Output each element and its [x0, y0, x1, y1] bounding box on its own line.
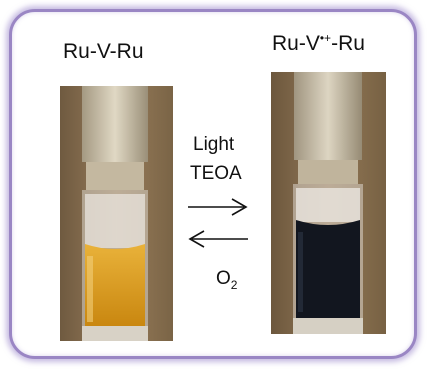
right-label-base: Ru-V	[272, 32, 320, 55]
left-cuvette-photo	[60, 86, 173, 341]
left-compound-label: Ru-V-Ru	[63, 40, 144, 63]
forward-arrow-icon	[188, 198, 248, 216]
forward-condition-light: Light	[193, 134, 235, 155]
right-label-tail: -Ru	[331, 32, 365, 55]
oxygen-symbol: O	[216, 268, 231, 289]
oxygen-subscript: 2	[230, 277, 238, 292]
right-compound-label: Ru-V•+-Ru	[272, 32, 365, 56]
forward-condition-teoa: TEOA	[190, 163, 242, 184]
reverse-condition-oxygen: O2	[216, 268, 238, 292]
right-label-superscript: •+	[319, 31, 332, 45]
right-cuvette-photo	[271, 72, 386, 334]
reverse-arrow-icon	[188, 230, 248, 248]
